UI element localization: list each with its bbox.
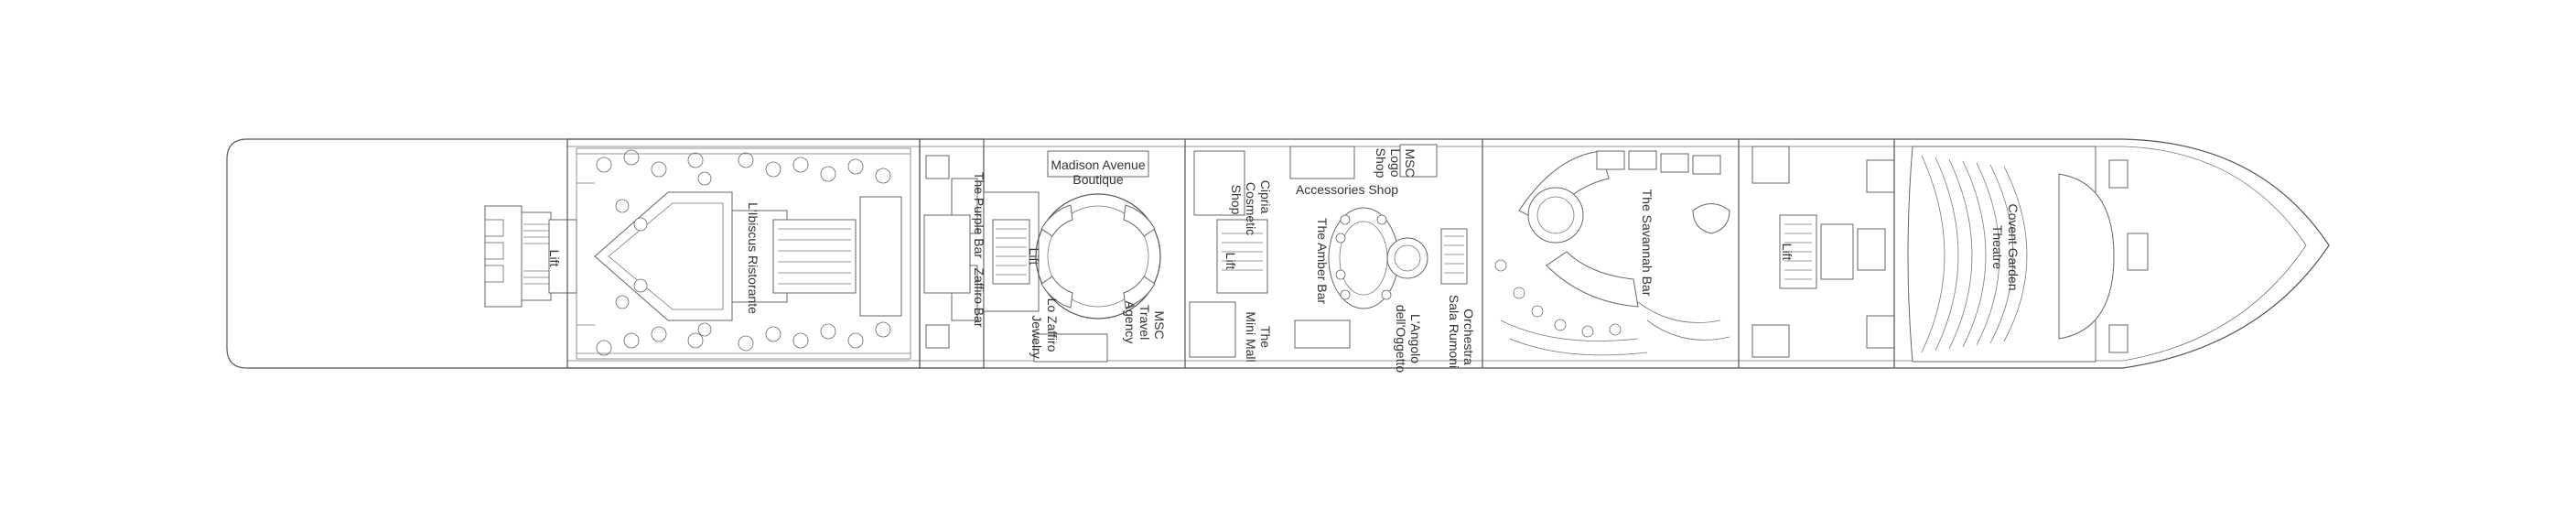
shop-label: Shop: [1229, 185, 1244, 215]
theatre-label-1: Covent Garden: [2006, 204, 2021, 291]
savannah-label: The Savannah Bar: [1640, 190, 1654, 297]
shop-area: [1184, 139, 1355, 368]
madison-label-1: Madison Avenue: [1051, 157, 1145, 172]
ibiscus-label: L'Ibiscus Ristorante: [746, 202, 760, 314]
msc-travel-label-3: Agency: [1123, 301, 1137, 344]
theatre: [1893, 139, 2149, 368]
amber-bar-label: The Amber Bar: [1315, 218, 1330, 304]
lift-mid-label: Lift: [1027, 248, 1041, 265]
mid-stair-block: [983, 191, 1040, 312]
msc-logo-label-3: Shop: [1374, 148, 1388, 179]
lo-zaffiro-label: Lo Zaffiro: [1045, 298, 1060, 352]
angolo-label-2: dell'Oggetto: [1394, 305, 1408, 373]
cipria-label: Cipria: [1258, 180, 1273, 214]
theatre-label-2: Theatre: [1990, 225, 2005, 269]
msc-travel-label-2: Travel: [1137, 305, 1152, 340]
restaurant-grid: [577, 153, 911, 354]
mini-mall-label-1: The: [1258, 326, 1273, 348]
restaurant-tables: [596, 149, 891, 356]
savannah-lounge: [1482, 139, 1730, 368]
accessories-label: Accessories Shop: [1296, 182, 1398, 197]
restaurant-ibiscus: [566, 138, 921, 369]
orchestra-label-1: Orchestra: [1461, 309, 1476, 365]
hull-outline: [226, 138, 2330, 369]
zaffiro-bar-label: Zaffiro Bar: [972, 267, 986, 327]
amber-bar-seating: [1328, 207, 1428, 309]
logo-shop-area: [1399, 144, 1468, 285]
orchestra-label-2: Sala Rumoni: [1447, 295, 1461, 368]
mini-mall-label-2: Mini Mall: [1244, 311, 1258, 362]
cosmetic-label: Cosmetic: [1244, 182, 1258, 235]
lift-aft-label: Lift: [547, 250, 562, 267]
madison-label-2: Boutique: [1072, 172, 1123, 187]
fwd-stair-block: [1738, 139, 1895, 368]
jewelry-label: Jewelry: [1029, 315, 1044, 358]
msc-logo-label-1: MSC: [1403, 148, 1417, 177]
angolo-label-1: L'Angolo: [1408, 314, 1423, 363]
hull-inner: [567, 146, 2307, 362]
msc-logo-label-2: Logo: [1388, 148, 1403, 177]
msc-travel-label-1: MSC: [1152, 310, 1167, 339]
lift-fwd2-label: Lift: [1780, 244, 1795, 261]
lift-fwd1-label: Lift: [1223, 253, 1238, 270]
bar-zone-aft: [919, 138, 985, 369]
central-atrium: [1033, 150, 1161, 363]
purple-bar-label: The Purple Bar: [972, 172, 986, 258]
aft-stair-block: [484, 205, 577, 308]
